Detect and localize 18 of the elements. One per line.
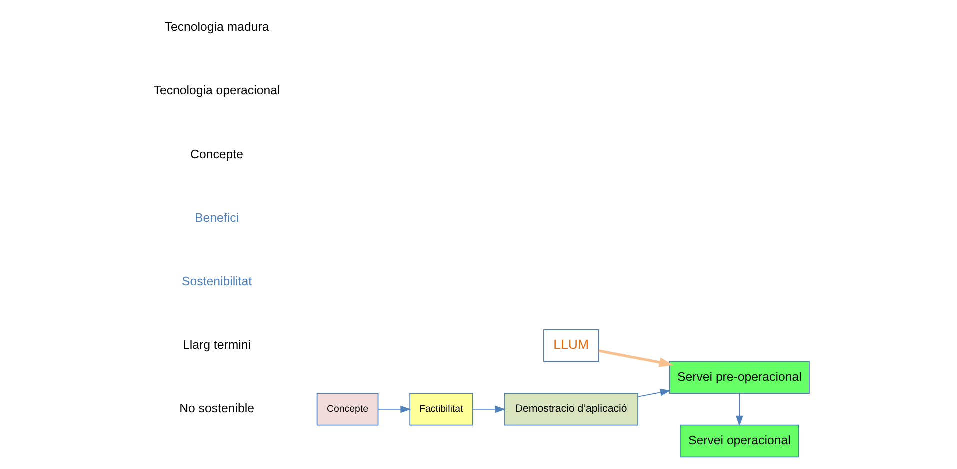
label: Llarg termini: [182, 338, 251, 352]
label: No sostenible: [179, 402, 254, 416]
arrow: [472, 406, 506, 414]
node-box: LLUM: [543, 329, 599, 362]
arrow: [378, 406, 411, 414]
node-box: Demostracio d’aplicació: [504, 393, 638, 426]
node-box: Factibilitat: [409, 393, 473, 426]
node-box: Servei operacional: [680, 424, 799, 458]
label: Concepte: [190, 147, 243, 162]
node-box: Servei pre-operacional: [668, 361, 810, 394]
label: Benefici: [194, 210, 239, 225]
node-box: Concepte: [316, 393, 378, 426]
arrow: [637, 388, 670, 398]
arrow: [598, 350, 674, 368]
arrow: [735, 393, 743, 426]
label: Tecnologia operacional: [153, 84, 280, 98]
label: Tecnologia madura: [164, 20, 269, 34]
label: Sostenibilitat: [181, 274, 252, 288]
